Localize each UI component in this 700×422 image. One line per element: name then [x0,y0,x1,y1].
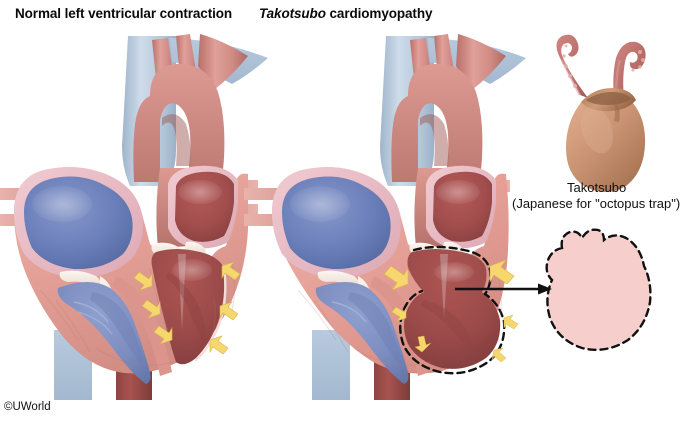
copyright-notice: ©UWorld [4,401,51,413]
takotsubo-pot-illustration [556,34,646,192]
contraction-arrow-3 [153,325,173,345]
pot-body [566,96,646,192]
contraction-arrow-5 [219,301,239,321]
right-ventricle-cavity [315,282,409,384]
basal-arrow-left-large [383,265,409,291]
lv-papillary-muscle [420,300,475,358]
pot-caption-line1: Takotsubo [567,180,627,195]
tricuspid-valve [317,270,360,290]
right-atrium-highlight [290,186,350,222]
left-atrium-highlight [436,180,480,204]
apical-ballooning-dashed-outline [399,245,506,375]
page-title-takotsubo: Takotsubo cardiomyopathy [259,6,432,21]
page-title-normal: Normal left ventricular contraction [15,6,232,21]
apical-balloon-dashed-outline [545,228,652,351]
lv-papillary-muscle [166,272,207,346]
lv-endocardium-line [194,264,227,362]
apical-arrow-left-small [391,306,407,322]
pot-neck-shadow [614,104,620,122]
title-takotsubo-italic: Takotsubo [259,6,326,21]
tentacle-right-suckers [631,50,645,72]
pot-caption-line2: (Japanese for "octopus trap") [512,196,681,211]
rv-papillary-strand [73,301,109,323]
lv-highlight [434,262,474,282]
left-ventricle-cavity-ballooned [404,249,501,369]
tentacle-left-suckers [562,44,578,89]
left-atrium-highlight [178,180,222,204]
title-normal-text: Normal left ventricular contraction [15,6,233,21]
contraction-arrow-4 [221,261,241,281]
tricuspid-valve [59,270,102,290]
apical-balloon-silhouette [546,229,651,350]
right-ventricle-trabeculae [348,292,406,374]
apical-arrow-bottom-small [414,335,432,353]
aortic-arch-shadow [420,114,449,166]
rv-papillary-strand [331,301,367,323]
contraction-arrow-1 [133,271,153,291]
lv-highlight [172,259,212,281]
tentacle-left [556,34,588,98]
basal-arrow-right-large [489,259,515,285]
left-subclavian-artery [198,34,248,90]
right-ventricle-trabeculae [90,292,148,374]
aortic-arch-shadow [162,114,191,166]
interventricular-septum [112,276,172,376]
apical-arrow-right-small [503,314,519,330]
connector-arrow-head [538,283,552,295]
contraction-arrows-normal [133,261,241,355]
takotsubo-heart-panel [244,34,526,400]
pot-mouth-interior [586,92,631,105]
right-ventricle-cavity [57,282,151,384]
rv-chordae [77,311,113,335]
contraction-arrow-6 [209,335,229,355]
ballooning-silhouette-group [455,228,652,351]
contraction-arrows-takotsubo [383,259,519,363]
contraction-arrow-2 [141,299,161,319]
pot-highlight [580,106,614,154]
title-takotsubo-rest: cardiomyopathy [325,6,433,21]
tentacle-right [613,41,646,100]
apical-arrow-lower-right-small [491,347,507,363]
inferior-vena-cava [312,330,350,400]
normal-heart-panel [0,34,268,400]
right-atrium-highlight [32,186,92,222]
left-subclavian-artery [456,34,506,90]
